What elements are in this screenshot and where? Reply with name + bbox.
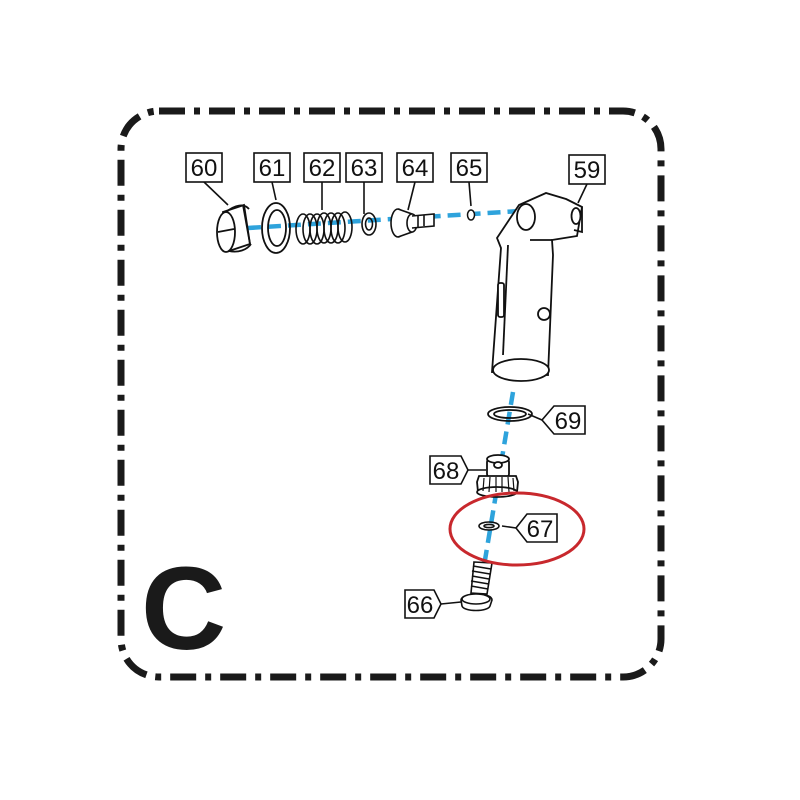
callout-65-box xyxy=(450,152,488,183)
callout-59-box xyxy=(568,154,606,185)
callout-68-box xyxy=(429,455,469,485)
callout-66: 66 xyxy=(404,589,442,619)
callout-69-box xyxy=(540,405,586,435)
callout-65: 65 xyxy=(450,152,488,183)
callout-61: 61 xyxy=(253,152,291,183)
callout-60-box xyxy=(185,152,223,183)
part-60-end-cap xyxy=(216,203,252,253)
callout-63-label: 63 xyxy=(351,155,378,182)
part-64-valve-stem xyxy=(390,208,435,238)
assembly-axis-lines xyxy=(247,208,521,579)
callout-64: 64 xyxy=(396,152,434,183)
part-59-housing xyxy=(491,192,584,382)
callout-64-box xyxy=(396,152,434,183)
callout-62-box xyxy=(303,152,341,183)
part-68-nut xyxy=(476,454,519,498)
callout-60-label: 60 xyxy=(191,155,218,182)
part-67-small-washer xyxy=(478,521,500,531)
callout-67-label: 67 xyxy=(527,516,554,543)
callout-61-label: 61 xyxy=(259,155,286,182)
highlight-ring-67 xyxy=(448,491,586,567)
part-61-washer xyxy=(261,202,291,254)
section-letter: C xyxy=(141,543,226,675)
callout-59: 59 xyxy=(568,154,606,185)
callout-69: 69 xyxy=(540,405,586,435)
callout-63-box xyxy=(345,152,383,183)
part-62-spring xyxy=(295,211,353,245)
callout-65-label: 65 xyxy=(456,155,483,182)
callout-62-label: 62 xyxy=(309,155,336,182)
callout-63: 63 xyxy=(345,152,383,183)
callout-leaders xyxy=(203,181,588,605)
callout-61-box xyxy=(253,152,291,183)
part-63-o-ring xyxy=(361,212,377,236)
callout-69-label: 69 xyxy=(555,408,582,435)
callout-59-label: 59 xyxy=(574,157,601,184)
callout-68: 68 xyxy=(429,455,469,485)
callout-66-box xyxy=(404,589,442,619)
callout-64-label: 64 xyxy=(402,155,429,182)
callout-60: 60 xyxy=(185,152,223,183)
part-69-washer xyxy=(487,406,533,422)
callout-68-label: 68 xyxy=(433,458,460,485)
part-65-small-o-ring xyxy=(466,209,476,221)
callout-67-box xyxy=(514,513,558,543)
callout-62: 62 xyxy=(303,152,341,183)
callout-66-label: 66 xyxy=(407,592,434,619)
part-66-screw xyxy=(460,561,493,612)
section-frame xyxy=(117,107,665,681)
callout-67: 67 xyxy=(514,513,558,543)
